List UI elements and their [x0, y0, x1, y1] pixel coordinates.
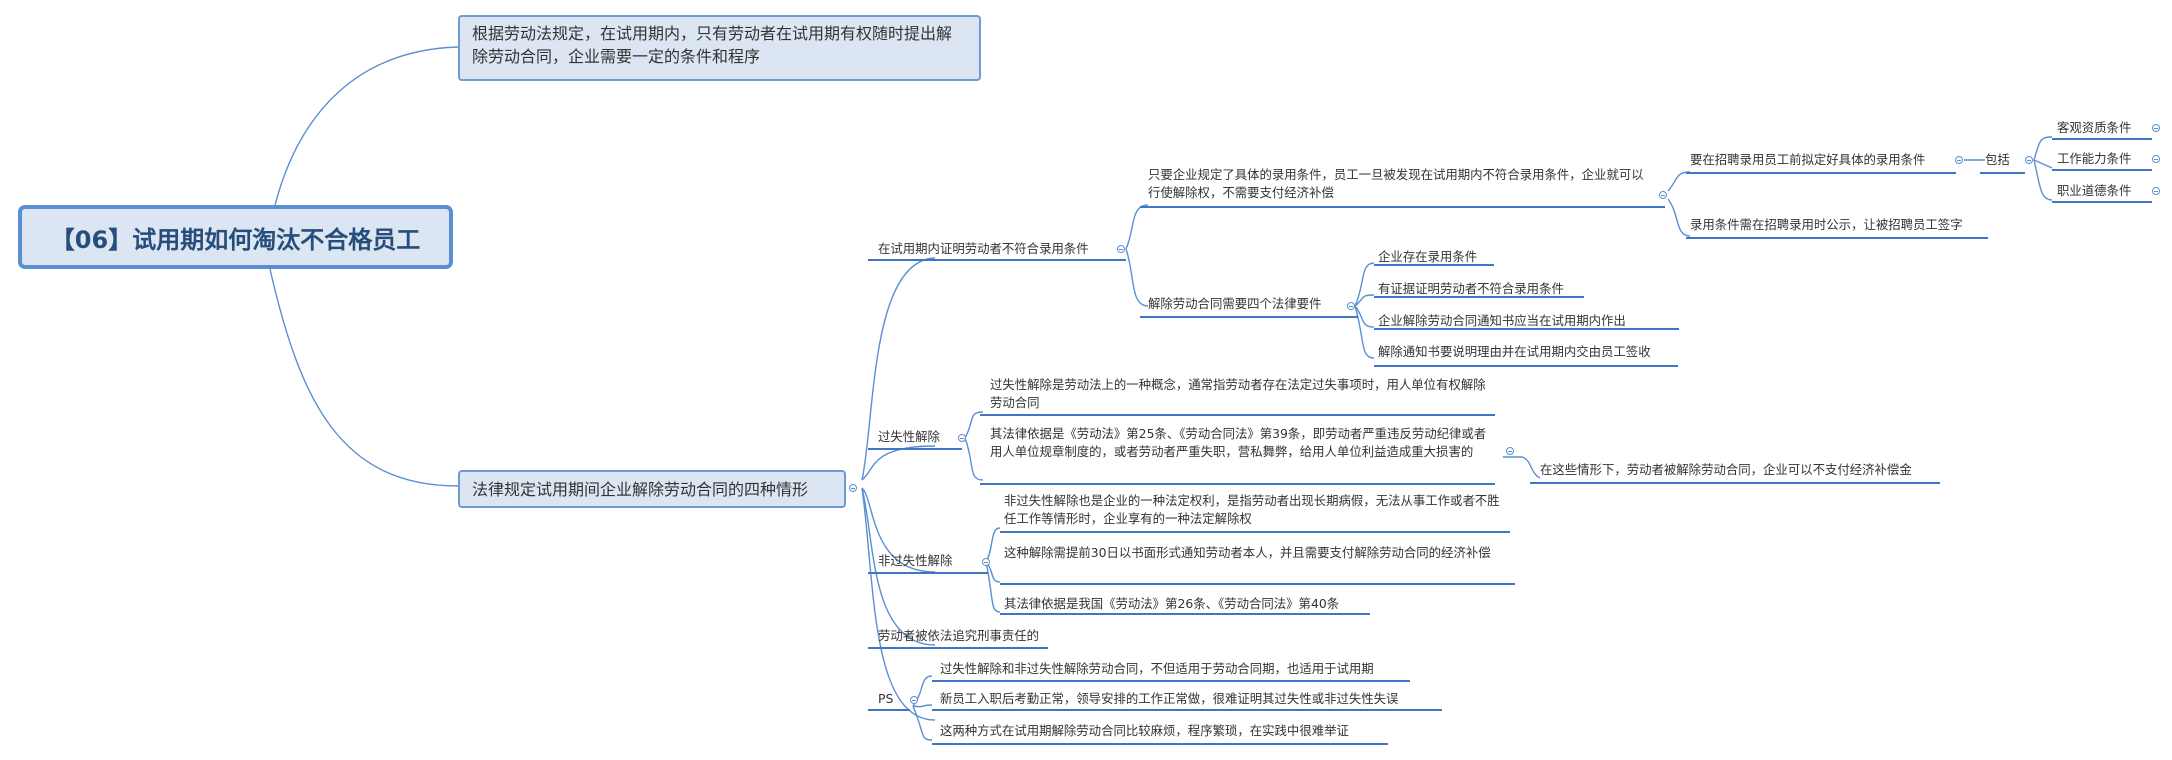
- underline: [932, 743, 1388, 745]
- underline: [1686, 172, 1956, 174]
- branch-label[interactable]: PS: [878, 691, 894, 706]
- collapse-toggle-icon[interactable]: [1347, 302, 1355, 310]
- root-topic-label: 【06】试用期如何淘汰不合格员工: [50, 225, 421, 254]
- node-text[interactable]: 有证据证明劳动者不符合录用条件: [1378, 281, 1564, 296]
- underline: [2052, 169, 2152, 171]
- node-text[interactable]: 非过失性解除也是企业的一种法定权利，是指劳动者出现长期病假，无法从事工作或者不胜…: [1004, 493, 1500, 526]
- underline: [1374, 296, 1584, 298]
- main-topic-label: 法律规定试用期间企业解除劳动合同的四种情形: [472, 480, 809, 499]
- node-text[interactable]: 解除劳动合同需要四个法律要件: [1148, 296, 1322, 311]
- collapse-toggle-icon[interactable]: [982, 558, 990, 566]
- underline: [1000, 531, 1510, 533]
- collapse-toggle-icon[interactable]: [1955, 156, 1963, 164]
- node-text[interactable]: 企业解除劳动合同通知书应当在试用期内作出: [1378, 313, 1626, 328]
- collapse-toggle-icon[interactable]: [910, 696, 918, 704]
- underline: [1000, 583, 1515, 585]
- node-text[interactable]: 新员工入职后考勤正常，领导安排的工作正常做，很难证明其过失性或非过失性失误: [940, 691, 1399, 706]
- collapse-toggle-icon[interactable]: [2152, 155, 2160, 163]
- underline: [2052, 201, 2152, 203]
- main-topic[interactable]: 法律规定试用期间企业解除劳动合同的四种情形: [458, 470, 846, 508]
- node-text[interactable]: 其法律依据是《劳动法》第25条、《劳动合同法》第39条，即劳动者严重违反劳动纪律…: [990, 426, 1487, 459]
- node-text[interactable]: 过失性解除是劳动法上的一种概念，通常指劳动者存在法定过失事项时，用人单位有权解除…: [990, 377, 1486, 410]
- collapse-toggle-icon[interactable]: [1117, 245, 1125, 253]
- collapse-toggle-icon[interactable]: [1506, 447, 1514, 455]
- node-text[interactable]: 要在招聘录用员工前拟定好具体的录用条件: [1690, 152, 1926, 167]
- node-text[interactable]: 只要企业规定了具体的录用条件，员工一旦被发现在试用期内不符合录用条件，企业就可以…: [1148, 167, 1644, 200]
- node-text[interactable]: 录用条件需在招聘录用时公示，让被招聘员工签字: [1690, 217, 1963, 232]
- underline: [1374, 264, 1494, 266]
- underline: [868, 709, 910, 711]
- underline: [932, 709, 1442, 711]
- node-text[interactable]: 包括: [1985, 152, 2010, 167]
- underline: [1980, 172, 2025, 174]
- node-text[interactable]: 企业存在录用条件: [1378, 249, 1478, 264]
- collapse-toggle-icon[interactable]: [2152, 124, 2160, 132]
- branch-label[interactable]: 在试用期内证明劳动者不符合录用条件: [878, 241, 1089, 256]
- node-text[interactable]: 工作能力条件: [2057, 151, 2132, 166]
- collapse-toggle-icon[interactable]: [1659, 191, 1667, 199]
- branch-label[interactable]: 劳动者被依法追究刑事责任的: [878, 628, 1040, 643]
- root-topic[interactable]: 【06】试用期如何淘汰不合格员工: [18, 205, 453, 269]
- underline: [980, 483, 1495, 485]
- underline: [868, 448, 962, 450]
- top-note-text: 根据劳动法规定，在试用期内，只有劳动者在试用期有权随时提出解除劳动合同，企业需要…: [472, 24, 953, 66]
- underline: [2052, 138, 2152, 140]
- node-text[interactable]: 其法律依据是我国《劳动法》第26条、《劳动合同法》第40条: [1004, 596, 1340, 611]
- underline: [1686, 237, 1988, 239]
- underline: [1000, 613, 1370, 615]
- underline: [868, 259, 1126, 261]
- underline: [868, 572, 988, 574]
- node-text[interactable]: 这两种方式在试用期解除劳动合同比较麻烦，程序繁琐，在实践中很难举证: [940, 723, 1349, 738]
- collapse-toggle-icon[interactable]: [2152, 187, 2160, 195]
- underline: [1530, 482, 1940, 484]
- branch-label[interactable]: 过失性解除: [878, 429, 940, 444]
- top-note[interactable]: 根据劳动法规定，在试用期内，只有劳动者在试用期有权随时提出解除劳动合同，企业需要…: [458, 15, 981, 81]
- node-text[interactable]: 这种解除需提前30日以书面形式通知劳动者本人，并且需要支付解除劳动合同的经济补偿: [1004, 545, 1491, 560]
- underline: [1374, 365, 1678, 367]
- collapse-toggle-icon[interactable]: [958, 434, 966, 442]
- underline: [1140, 206, 1665, 208]
- underline: [1140, 316, 1358, 318]
- underline: [932, 680, 1410, 682]
- branch-label[interactable]: 非过失性解除: [878, 553, 953, 568]
- node-text[interactable]: 解除通知书要说明理由并在试用期内交由员工签收: [1378, 344, 1651, 359]
- node-text[interactable]: 在这些情形下，劳动者被解除劳动合同，企业可以不支付经济补偿金: [1540, 462, 1912, 477]
- underline: [868, 647, 1048, 649]
- collapse-toggle-icon[interactable]: [2025, 156, 2033, 164]
- underline: [1374, 328, 1679, 330]
- node-text[interactable]: 职业道德条件: [2057, 183, 2132, 198]
- node-text[interactable]: 客观资质条件: [2057, 120, 2132, 135]
- underline: [980, 414, 1495, 416]
- node-text[interactable]: 过失性解除和非过失性解除劳动合同，不但适用于劳动合同期，也适用于试用期: [940, 661, 1374, 676]
- collapse-toggle-icon[interactable]: [849, 484, 857, 492]
